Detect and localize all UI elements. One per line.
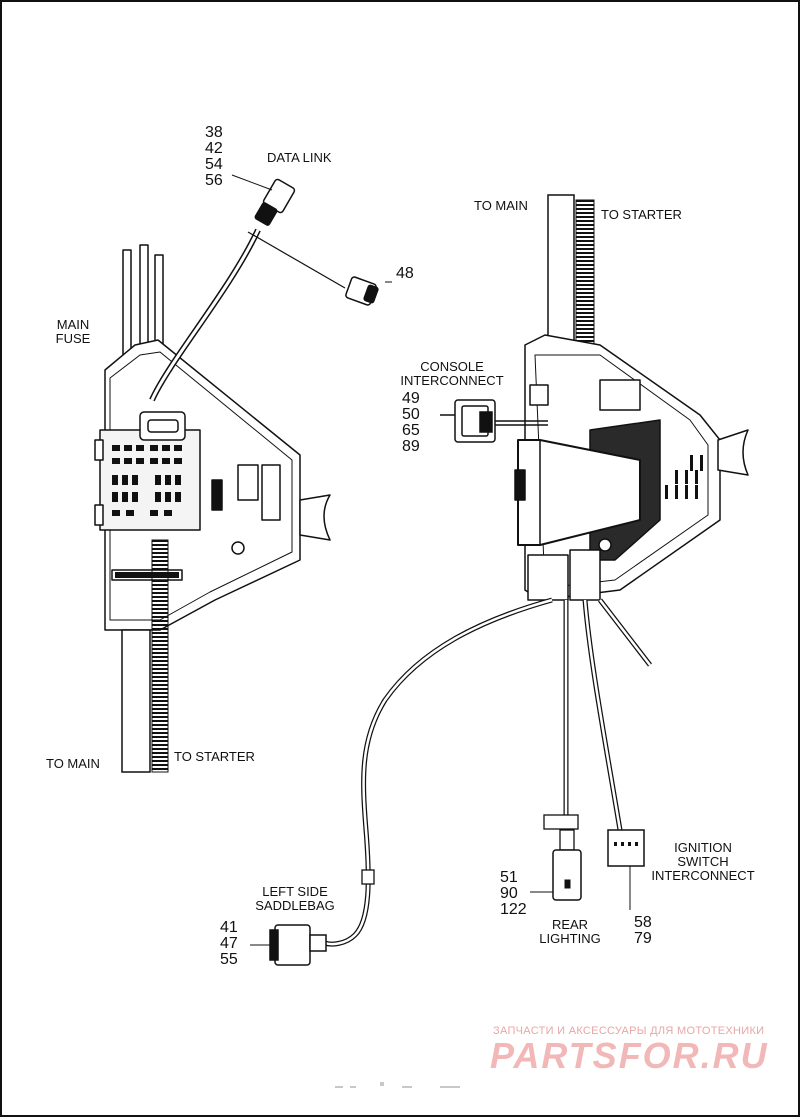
- rear-lighting-label-line: REAR: [551, 917, 589, 932]
- callout-number: 56: [205, 172, 223, 189]
- callout-number: 89: [402, 438, 420, 455]
- callout-number: 38: [205, 124, 223, 141]
- callout-number: 49: [402, 390, 420, 407]
- main-fuse-label-line: FUSE: [55, 331, 91, 346]
- right-fuse-box-assembly: [514, 334, 749, 601]
- callout-number: 41: [220, 919, 238, 936]
- left-leader-lines: [231, 174, 392, 283]
- right-to-starter-label: TO STARTER: [601, 207, 682, 222]
- left-to-main-cable: [121, 629, 151, 773]
- main-fuse-label-line: MAIN: [56, 317, 90, 332]
- connector-48: [345, 276, 379, 306]
- left-to-starter-label: TO STARTER: [174, 749, 255, 764]
- rear-lighting-callouts: 51 90 122: [500, 870, 527, 918]
- saddlebag-connector: [250, 924, 327, 966]
- saddlebag-label-line: LEFT SIDE: [262, 884, 328, 899]
- saddlebag-callouts: 41 47 55: [220, 920, 238, 968]
- callout-number: 42: [205, 140, 223, 157]
- callout-number: 55: [220, 951, 238, 968]
- rear-lighting-label: REAR LIGHTING: [532, 918, 608, 946]
- callout-number: 50: [402, 406, 420, 423]
- ignition-label-line: SWITCH: [677, 854, 729, 869]
- callout-number: 90: [500, 885, 518, 902]
- data-link-connector: [247, 178, 346, 289]
- ignition-label-line: IGNITION: [674, 840, 732, 855]
- console-interconnect-label-line: CONSOLE: [420, 359, 484, 374]
- ignition-switch-callouts: 58 79: [634, 915, 652, 947]
- left-to-starter-cable: [151, 539, 169, 773]
- data-link-label: DATA LINK: [267, 150, 332, 165]
- ignition-switch-harness: [582, 598, 652, 910]
- left-fuse-box-assembly: [94, 228, 331, 631]
- ignition-label-line: INTERCONNECT: [651, 868, 755, 883]
- scan-noise: [335, 1082, 460, 1088]
- ignition-switch-interconnect-label: IGNITION SWITCH INTERCONNECT: [646, 841, 760, 883]
- left-to-main-label: TO MAIN: [46, 756, 100, 771]
- connector-48-callout: 48: [396, 265, 414, 282]
- right-to-main-label: TO MAIN: [474, 198, 528, 213]
- console-interconnect-callouts: 49 50 65 89: [402, 391, 420, 455]
- console-interconnect-label-line: INTERCONNECT: [400, 373, 504, 388]
- callout-number: 47: [220, 935, 238, 952]
- watermark-logo: PARTSFOR.RU: [490, 1035, 769, 1076]
- callout-number: 54: [205, 156, 223, 173]
- callout-number: 122: [500, 901, 527, 918]
- main-fuse-label: MAIN FUSE: [52, 318, 94, 346]
- callout-number: 58: [634, 914, 652, 931]
- console-interconnect-label: CONSOLE INTERCONNECT: [396, 360, 508, 388]
- saddlebag-label-line: SADDLEBAG: [255, 898, 335, 913]
- callout-number: 65: [402, 422, 420, 439]
- data-link-callouts: 38 42 54 56: [205, 125, 223, 189]
- watermark-caption: ЗАПЧАСТИ И АКСЕССУАРЫ ДЛЯ МОТОТЕХНИКИ: [493, 1025, 765, 1037]
- rear-lighting-harness: [530, 600, 582, 901]
- rear-lighting-label-line: LIGHTING: [539, 931, 601, 946]
- callout-number: 51: [500, 869, 518, 886]
- saddlebag-harness: [324, 597, 553, 947]
- left-side-saddlebag-label: LEFT SIDE SADDLEBAG: [248, 885, 342, 913]
- callout-number: 79: [634, 930, 652, 947]
- fuse-cells: [112, 445, 182, 516]
- console-interconnect-connector: [440, 399, 548, 443]
